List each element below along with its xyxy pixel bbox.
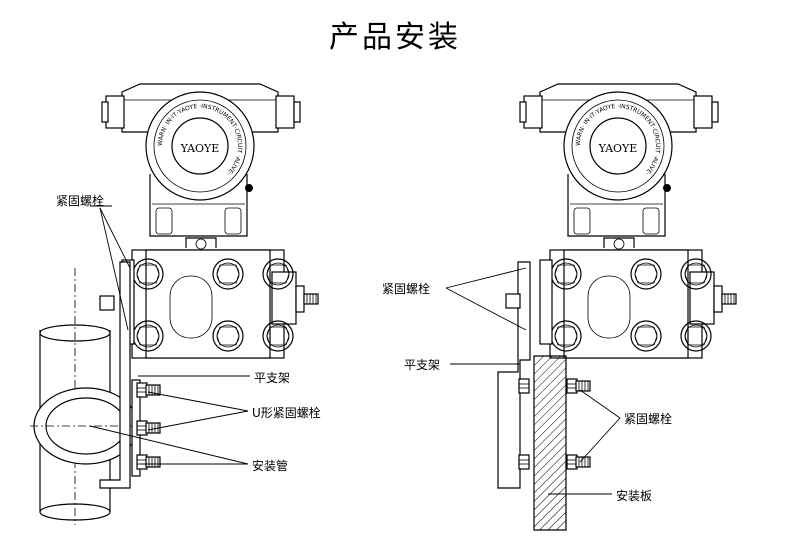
left-label-mounting-pipe: 安装管 — [252, 459, 289, 473]
left-brand: YAOYE — [180, 142, 220, 155]
left-leaders — [89, 205, 250, 465]
left-label-fastening-bolt: 紧固螺栓 — [56, 194, 105, 208]
page-title: 产品安装 — [329, 20, 461, 55]
left-flat-bracket — [99, 261, 161, 489]
right-flat-bracket — [497, 261, 531, 489]
right-brand: YAOYE — [598, 142, 638, 155]
right-label-fastening-bolt-top: 紧固螺栓 — [382, 282, 431, 296]
right-label-mounting-plate: 安装板 — [616, 489, 653, 503]
left-label-u-bolt: U形紧固螺栓 — [252, 406, 321, 420]
right-leaders — [445, 267, 621, 495]
left-mounting-pipe — [30, 268, 150, 525]
right-mounting-plate — [533, 355, 591, 531]
right-label-flat-bracket: 平支架 — [404, 358, 441, 372]
left-label-flat-bracket: 平支架 — [254, 371, 291, 385]
right-label-fastening-bolt-bottom: 紧固螺栓 — [624, 412, 673, 426]
